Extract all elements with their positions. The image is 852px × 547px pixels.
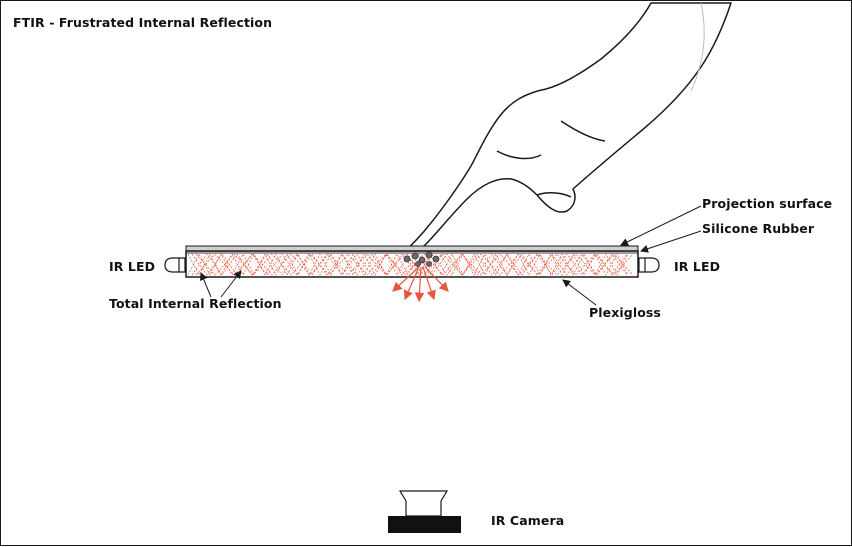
reflection-ray — [187, 253, 629, 276]
tir-leader-1 — [200, 272, 212, 298]
camera-body — [388, 516, 461, 533]
label-total-internal-reflection: Total Internal Reflection — [109, 296, 282, 311]
hand-shadow-line — [690, 2, 705, 92]
tir-leader-2 — [220, 270, 242, 298]
label-plexiglass: Plexigloss — [589, 305, 661, 320]
reflection-ray — [187, 253, 629, 276]
label-ir-led-left: IR LED — [109, 259, 156, 274]
diagram-title: FTIR - Frustrated Internal Reflection — [13, 15, 273, 30]
label-ir-led-right: IR LED — [674, 259, 721, 274]
ir-led-right — [638, 257, 660, 273]
projection-surface-leader — [620, 205, 702, 246]
label-projection-surface: Projection surface — [702, 196, 833, 211]
hand-illustration — [405, 2, 732, 253]
ir-camera — [388, 490, 461, 533]
silicone-rubber-leader — [640, 230, 702, 253]
plexiglass-panel — [185, 250, 639, 278]
label-ir-camera: IR Camera — [491, 513, 565, 528]
reflection-ray — [195, 253, 634, 276]
label-silicone-rubber: Silicone Rubber — [702, 221, 815, 236]
touch-contact-points — [403, 251, 440, 267]
internal-reflection-rays — [187, 253, 634, 276]
scattered-light-rays — [392, 266, 449, 303]
reflection-ray — [191, 253, 628, 276]
plexiglass-leader — [562, 279, 597, 306]
camera-lens — [398, 490, 449, 517]
reflection-ray — [191, 253, 628, 276]
silicone-rubber-layer — [186, 251, 638, 254]
ir-led-left — [164, 257, 186, 273]
